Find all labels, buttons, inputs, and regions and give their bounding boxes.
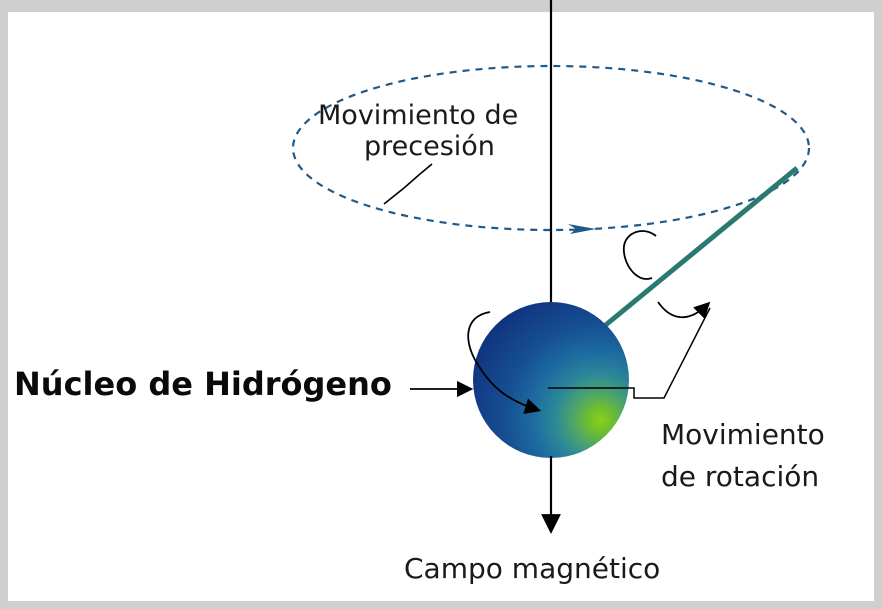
axis-rotation-arrow xyxy=(657,301,711,319)
magnetic-field-label: Campo magnético xyxy=(404,552,661,585)
precession-direction-arrow xyxy=(568,224,596,234)
white-panel xyxy=(8,12,874,601)
axis-rotation-loop xyxy=(623,230,657,280)
rotation-label: Movimiento de rotación xyxy=(661,414,825,498)
nucleus-label: Núcleo de Hidrógeno xyxy=(14,365,392,403)
sphere-rotation-arrow xyxy=(467,311,542,414)
spin-axis xyxy=(600,166,799,330)
precession-leader-line xyxy=(383,163,433,205)
rotation-leader-line xyxy=(548,307,711,399)
rotation-label-line2: de rotación xyxy=(661,460,820,493)
rotation-label-line1: Movimiento xyxy=(661,418,825,451)
precession-label-line1: Movimiento de xyxy=(318,100,519,131)
precession-label-line2: precesión xyxy=(364,131,495,163)
hydrogen-nucleus xyxy=(473,302,629,458)
precession-orbit xyxy=(291,64,811,232)
precession-label: Movimiento de precesión xyxy=(318,100,518,162)
